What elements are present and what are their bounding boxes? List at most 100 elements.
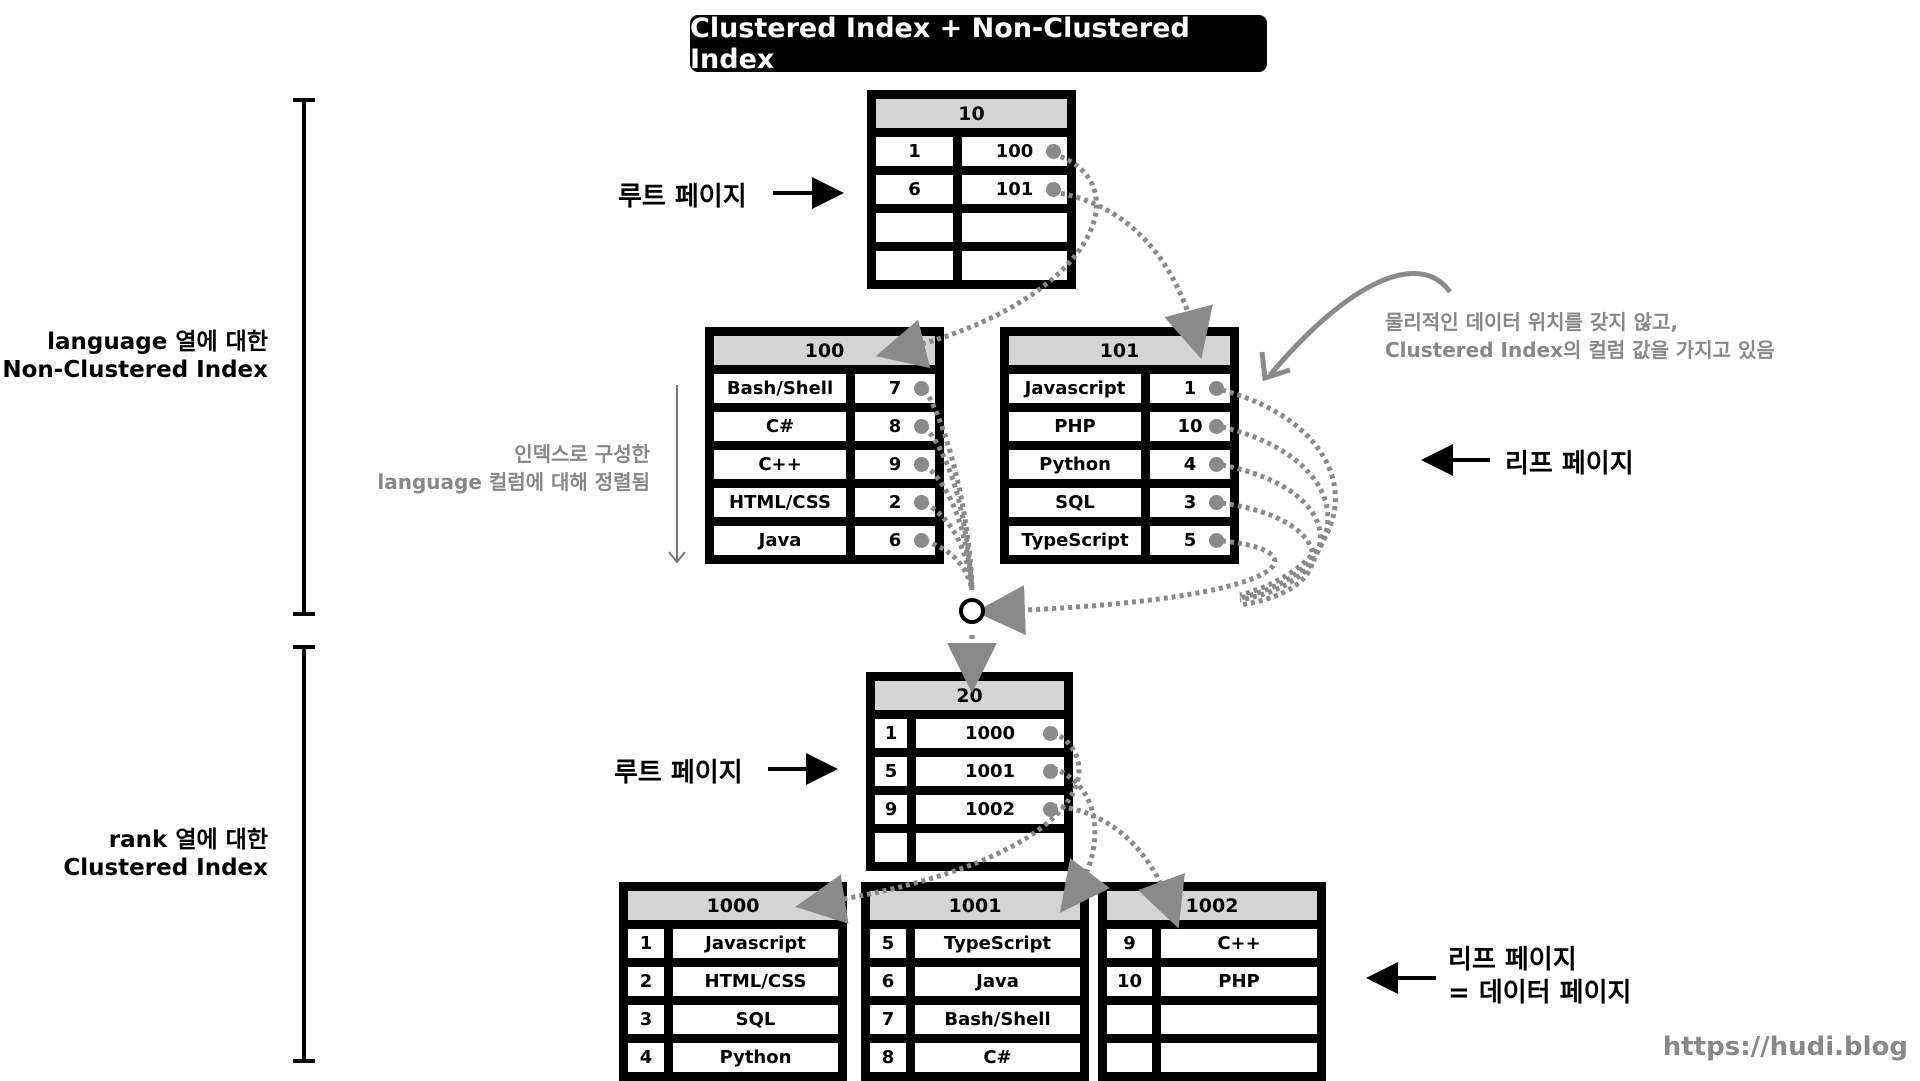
lang-cell: Javascript	[673, 929, 838, 958]
lang-cell: Python	[1009, 450, 1141, 479]
rank-cell	[1107, 1005, 1152, 1034]
page-header: 101	[1009, 336, 1230, 365]
data-row	[1107, 1005, 1317, 1034]
physical-note-line1: 물리적인 데이터 위치를 갖지 않고,	[1385, 310, 1679, 334]
pointer-dot-icon	[1209, 457, 1224, 472]
sorted-note-line2: language 컬럼에 대해 정렬됨	[377, 470, 650, 494]
c-section-line1: rank 열에 대한	[108, 827, 268, 853]
index-row	[876, 213, 1067, 242]
key-cell: 1	[876, 137, 953, 166]
nc-root-page: 10 1 100 6 101	[867, 90, 1076, 289]
pointer-dot-icon	[1209, 381, 1224, 396]
pointer-dot-icon	[1209, 533, 1224, 548]
rank-cell: 1	[1150, 374, 1230, 403]
nc-section-line1: language 열에 대한	[47, 329, 268, 355]
ptr-cell: 101	[962, 175, 1067, 204]
rank-value: 9	[888, 454, 902, 475]
pointer-dot-icon	[914, 381, 929, 396]
rank-cell: 5	[870, 929, 906, 958]
page-header: 1001	[870, 891, 1080, 920]
leaf-data-line1: 리프 페이지	[1448, 945, 1577, 975]
lang-cell: Bash/Shell	[915, 1005, 1080, 1034]
root-page-label-bottom: 루트 페이지	[614, 758, 743, 788]
rank-cell: 7	[870, 1005, 906, 1034]
lang-cell: Java	[915, 967, 1080, 996]
index-row: 9 1002	[875, 795, 1064, 824]
leaf-row: C#8	[714, 412, 935, 441]
nc-section-line2: Non-Clustered Index	[2, 357, 268, 383]
pointer-dot-icon	[1209, 419, 1224, 434]
key-cell: 1	[875, 719, 907, 748]
data-row: 7 Bash/Shell	[870, 1005, 1080, 1034]
index-row: 1 1000	[875, 719, 1064, 748]
pointer-dot-icon	[914, 495, 929, 510]
ptr-cell: 1000	[916, 719, 1064, 748]
lang-cell: HTML/CSS	[673, 967, 838, 996]
rank-cell: 9	[1107, 929, 1152, 958]
lang-cell: Bash/Shell	[714, 374, 846, 403]
rank-cell: 3	[628, 1005, 664, 1034]
key-cell: 9	[875, 795, 907, 824]
index-row	[876, 251, 1067, 280]
rank-value: 6	[888, 530, 902, 551]
data-row: 8 C#	[870, 1043, 1080, 1072]
rank-cell: 5	[1150, 526, 1230, 555]
lang-cell: Javascript	[1009, 374, 1141, 403]
data-row: 6 Java	[870, 967, 1080, 996]
page-header: 100	[714, 336, 935, 365]
index-row: 1 100	[876, 137, 1067, 166]
ptr-cell	[962, 213, 1067, 242]
sort-arrow-head-icon	[668, 551, 686, 564]
ptr-value: 1001	[964, 761, 1016, 782]
rank-cell: 1	[628, 929, 664, 958]
page-header: 1002	[1107, 891, 1317, 920]
rank-value: 5	[1183, 530, 1197, 551]
watermark: https://hudi.blog	[1662, 1032, 1908, 1062]
ptr-cell	[962, 251, 1067, 280]
rank-cell	[1107, 1043, 1152, 1072]
lang-cell: C#	[915, 1043, 1080, 1072]
ptr-cell: 1001	[916, 757, 1064, 786]
rank-cell: 6	[855, 526, 935, 555]
rank-cell: 2	[855, 488, 935, 517]
rank-cell: 8	[870, 1043, 906, 1072]
ptr-cell: 100	[962, 137, 1067, 166]
key-cell	[875, 833, 907, 862]
leaf-row: Python 4	[1009, 450, 1230, 479]
rank-cell: 2	[628, 967, 664, 996]
rank-value: 4	[1183, 454, 1197, 475]
pointer-leaf101-row	[1221, 387, 1338, 598]
page-header: 10	[876, 99, 1067, 128]
rank-cell: 6	[870, 967, 906, 996]
lang-cell: TypeScript	[915, 929, 1080, 958]
leaf-row: C++9	[714, 450, 935, 479]
pointer-dot-icon	[1043, 764, 1058, 779]
ptr-value: 101	[995, 179, 1034, 200]
rank-cell: 3	[1150, 488, 1230, 517]
rank-cell: 10	[1150, 412, 1230, 441]
rank-value: 1	[1183, 378, 1197, 399]
diagram-title: Clustered Index + Non-Clustered Index	[690, 13, 1267, 75]
root-page-label-top: 루트 페이지	[618, 182, 747, 212]
physical-note-line2: Clustered Index의 컬럼 값을 가지고 있음	[1385, 338, 1775, 362]
rank-value: 10	[1177, 416, 1203, 437]
pointer-dot-icon	[1043, 726, 1058, 741]
junction-circle-icon	[959, 598, 985, 624]
page-header: 1000	[628, 891, 838, 920]
pointer-dot-icon	[914, 419, 929, 434]
rank-value: 3	[1183, 492, 1197, 513]
data-row: 2 HTML/CSS	[628, 967, 838, 996]
rank-cell: 9	[855, 450, 935, 479]
key-cell: 6	[876, 175, 953, 204]
ptr-value: 1002	[964, 799, 1016, 820]
ptr-cell: 1002	[916, 795, 1064, 824]
c-section-line2: Clustered Index	[63, 855, 268, 881]
